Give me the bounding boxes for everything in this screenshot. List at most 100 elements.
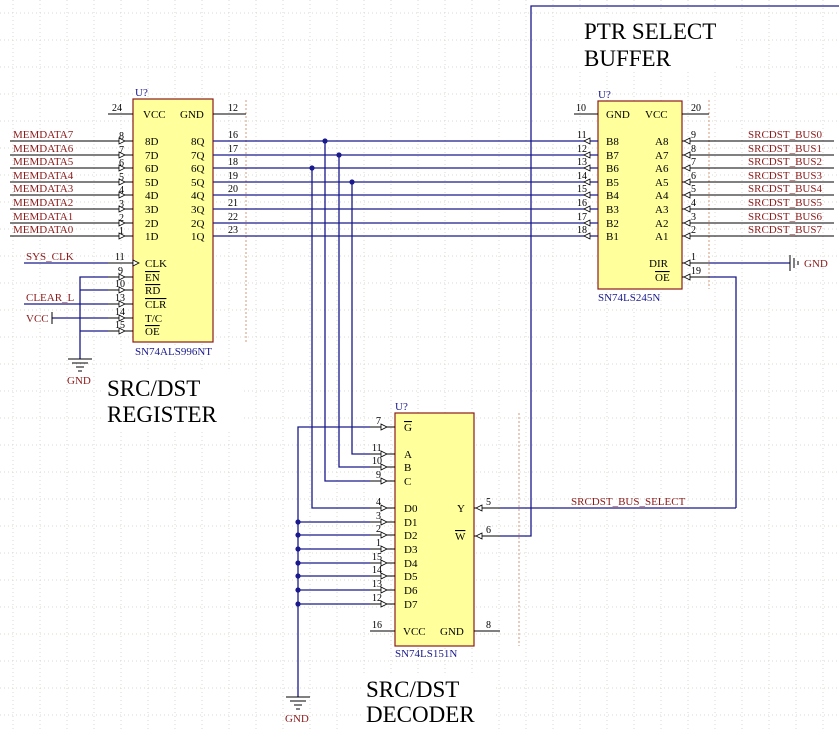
pin-number: 7 [119,145,124,156]
net-label: SRCDST_BUS0 [748,129,822,141]
register-pin-d2[interactable]: MEMDATA1 2 2D [10,211,159,230]
register-pin-q5-label: 5Q [191,177,205,189]
pin-number: 9 [376,470,381,481]
buffer-vcc-label: VCC [645,109,668,121]
pin-number: 6 [691,171,696,182]
net-label: SYS_CLK [26,251,74,263]
pin-label: A6 [655,163,669,175]
pin-label: 5D [145,177,159,189]
register-vcc-pin-number: 24 [112,103,122,114]
register-pin-q7-label: 7Q [191,150,205,162]
register-pin-d6[interactable]: MEMDATA5 6 6D [10,156,159,175]
decoder-pin-y[interactable]: 5 Y SRCDST_BUS_SELECT [457,496,736,515]
pin-number: 8 [119,131,124,142]
register-pin-q6-label: 6Q [191,163,205,175]
decoder-pin-d3[interactable]: 1D3 [370,538,418,556]
pin-number: 7 [691,157,696,168]
pin-label: A5 [655,177,669,189]
register-pin-rd[interactable]: 10 RD [108,279,160,297]
register-pin-q3-label: 3Q [191,204,205,216]
decoder-gnd-pin-number: 8 [486,620,491,631]
register-gnd-label: GND [180,109,204,121]
pin-label: A4 [655,190,669,202]
register-pin-d8[interactable]: MEMDATA7 8 8D [10,129,159,148]
ground-label: GND [285,713,309,725]
register-pin-q4-number: 20 [228,184,238,195]
pin-number: 9 [691,130,696,141]
pin-label: B4 [606,190,619,202]
register-pin-d1[interactable]: MEMDATA0 1 1D [10,224,159,243]
register-pin-clr[interactable]: CLEAR_L 13 CLR [24,292,167,311]
pin-label: B7 [606,150,619,162]
pin-number: 1 [376,538,381,549]
decoder-pin-a[interactable]: 11A [370,443,412,461]
pin-number: 14 [372,565,382,576]
pin-label: C [404,476,411,488]
pin-label: B3 [606,204,619,216]
pin-number: 4 [376,497,381,508]
pin-label: 2D [145,218,159,230]
register-pin-q2-label: 2Q [191,218,205,230]
net-label: SRCDST_BUS6 [748,211,822,223]
register-pin-clk[interactable]: SYS_CLK 11 CLK [24,251,167,270]
pin-label: 6D [145,163,159,175]
register-pin-d3[interactable]: MEMDATA2 3 3D [10,197,159,216]
pin-number: 6 [486,525,491,536]
buffer-designator: U? [598,89,611,101]
pin-number: 15 [115,320,125,331]
register-pin-tc[interactable]: VCC 14 T/C [26,307,162,325]
decoder-pin-b[interactable]: 10B [370,456,411,474]
pin-number: 6 [119,158,124,169]
register-pin-d4[interactable]: MEMDATA3 4 4D [10,183,159,202]
register-pin-d5[interactable]: MEMDATA4 5 5D [10,170,159,189]
pin-label: A7 [655,150,669,162]
decoder-vcc-pin-number: 16 [372,620,382,631]
register-pin-d7[interactable]: MEMDATA6 7 7D [10,143,159,162]
register-d-input-group: MEMDATA7 8 8D MEMDATA6 7 7D MEMDATA5 6 6… [10,129,159,243]
register-pin-q2-number: 22 [228,212,238,223]
buffer-pin-oe[interactable]: 19 OE [655,266,709,284]
decoder-body[interactable] [394,412,475,647]
decoder-pin-g[interactable]: 7 G [370,416,412,434]
pin-number: 18 [577,225,587,236]
pin-number: 4 [119,185,124,196]
decoder-pin-d0[interactable]: 4D0 [370,497,418,515]
pin-number: 2 [376,524,381,535]
buffer-pin-a5[interactable]: 6A5 SRCDST_BUS3 [655,170,834,189]
register-pin-q6-number: 18 [228,157,238,168]
decoder-pin-c[interactable]: 9C [370,470,411,488]
note-src-dst-register: SRC/DST REGISTER [102,371,242,429]
net-label: SRCDST_BUS3 [748,170,822,182]
pin-number: 3 [119,199,124,210]
decoder-pin-d1[interactable]: 3D1 [370,511,417,529]
decoder-pin-w[interactable]: 6 W [455,525,500,543]
note-ptr-select-buffer: PTR SELECT BUFFER [579,14,735,71]
register-pin-q4-label: 4Q [191,190,205,202]
register-pin-en[interactable]: 9 EN [108,266,160,284]
note-line-2: BUFFER [584,46,672,71]
decoder-pin-d2[interactable]: 2D2 [370,524,417,542]
buffer-pin-dir[interactable]: 1 DIR GND [649,252,828,271]
register-gnd-pin-number: 12 [228,103,238,114]
register-pin-oe[interactable]: 15 OE [108,320,160,338]
register-body[interactable] [132,98,214,343]
